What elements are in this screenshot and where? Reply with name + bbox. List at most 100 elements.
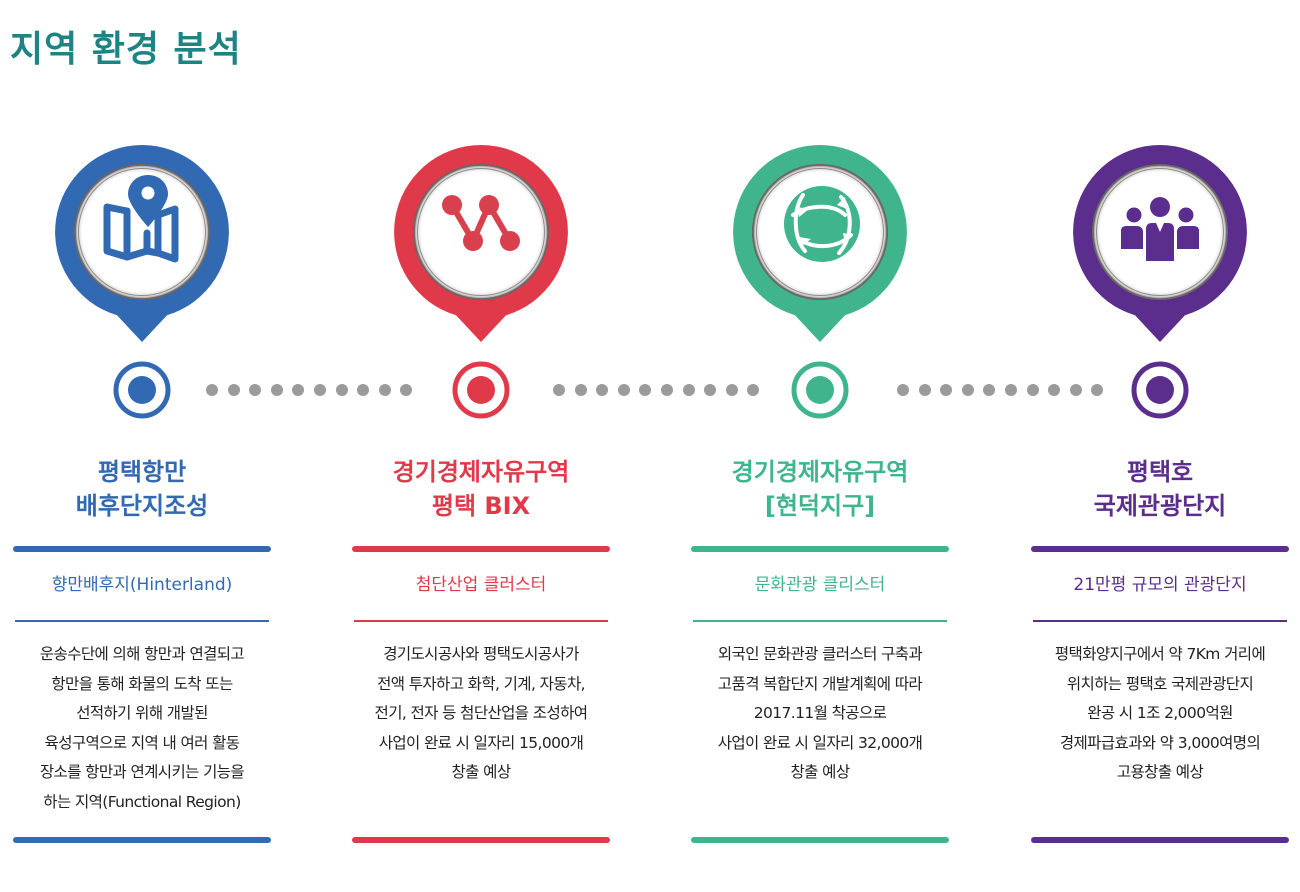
divider-bottom bbox=[13, 837, 271, 843]
network-graph-icon bbox=[442, 195, 520, 251]
connector-dot bbox=[206, 384, 218, 396]
description-line: 선적하기 위해 개발된 bbox=[76, 704, 208, 722]
location-pin bbox=[1073, 145, 1247, 345]
heading-line: 경기경제자유구역 bbox=[392, 458, 570, 486]
heading-line: 평택호 bbox=[1126, 458, 1194, 486]
divider-thin bbox=[693, 620, 947, 622]
page-title: 지역 환경 분석 bbox=[10, 29, 242, 70]
connector-dot bbox=[725, 384, 738, 396]
location-pin bbox=[55, 145, 229, 345]
column-subtitle: 21만평 규모의 관광단지 bbox=[1073, 575, 1247, 595]
connector-dot bbox=[639, 384, 652, 396]
connector-dots-1-2 bbox=[206, 384, 413, 396]
connector-dot bbox=[660, 384, 673, 396]
timeline-node bbox=[113, 361, 171, 419]
description-line: 하는 지역(Functional Region) bbox=[43, 792, 241, 811]
description-line: 2017.11월 착공으로 bbox=[753, 704, 887, 722]
description-line: 창출 예상 bbox=[451, 763, 512, 781]
people-group-icon bbox=[1121, 197, 1199, 261]
column-description: 경기도시공사와 평택도시공사가 전액 투자하고 화학, 기계, 자동차, 전기,… bbox=[342, 640, 620, 788]
connector-dot bbox=[747, 384, 760, 396]
description-line: 외국인 문화관광 클러스터 구축과 bbox=[717, 645, 923, 663]
globe-arrows-icon bbox=[784, 186, 860, 262]
description-line: 전액 투자하고 화학, 기계, 자동차, bbox=[377, 674, 585, 693]
connector-dot bbox=[617, 384, 630, 396]
divider-thin bbox=[15, 620, 269, 622]
column-description: 평택화양지구에서 약 7Km 거리에 위치하는 평택호 국제관광단지 완공 시 … bbox=[1021, 640, 1299, 788]
column-bix: 경기경제자유구역 평택 BIX 첨단산업 클러스터 경기도시공사와 평택도시공사… bbox=[352, 0, 610, 892]
divider-thin bbox=[354, 620, 608, 622]
connector-dot bbox=[596, 384, 609, 396]
heading-line: 평택항만 bbox=[97, 458, 187, 486]
connector-dot bbox=[1004, 384, 1017, 396]
column-description: 외국인 문화관광 클러스터 구축과 고품격 복합단지 개발계획에 따라 2017… bbox=[681, 640, 959, 788]
connector-dot bbox=[357, 384, 370, 396]
description-line: 고품격 복합단지 개발계획에 따라 bbox=[717, 674, 923, 693]
heading-line: 경기경제자유구역 bbox=[731, 458, 909, 486]
column-pyeongtaek-lake: 평택호 국제관광단지 21만평 규모의 관광단지 평택화양지구에서 약 7Km … bbox=[1031, 0, 1289, 892]
description-line: 고용창출 예상 bbox=[1116, 763, 1204, 781]
divider-thick bbox=[352, 546, 610, 552]
column-heading: 평택호 국제관광단지 bbox=[1031, 455, 1289, 523]
heading-line: 국제관광단지 bbox=[1093, 492, 1227, 520]
column-description: 운송수단에 의해 항만과 연결되고 항만을 통해 화물의 도착 또는 선적하기 … bbox=[3, 640, 281, 817]
divider-thick bbox=[1031, 546, 1289, 552]
description-line: 육성구역으로 지역 내 여러 활동 bbox=[44, 733, 240, 752]
connector-dot bbox=[574, 384, 587, 396]
column-subtitle: 문화관광 클리스터 bbox=[754, 575, 886, 595]
connector-dot bbox=[400, 384, 413, 396]
column-heading: 경기경제자유구역 [현덕지구] bbox=[691, 455, 949, 523]
timeline-node bbox=[452, 361, 510, 419]
connector-dot bbox=[897, 384, 909, 396]
column-heading: 평택항만 배후단지조성 bbox=[13, 455, 271, 523]
connector-dots-3-4 bbox=[897, 384, 1104, 396]
divider-bottom bbox=[1031, 837, 1289, 843]
connector-dot bbox=[313, 384, 326, 396]
timeline-node bbox=[1131, 361, 1189, 419]
connector-dot bbox=[682, 384, 695, 396]
divider-bottom bbox=[691, 837, 949, 843]
description-line: 위치하는 평택호 국제관광단지 bbox=[1066, 674, 1254, 693]
connector-dot bbox=[983, 384, 996, 396]
divider-bottom bbox=[352, 837, 610, 843]
connector-dot bbox=[1069, 384, 1082, 396]
divider-thick bbox=[13, 546, 271, 552]
connector-dot bbox=[1048, 384, 1061, 396]
connector-dot bbox=[227, 384, 240, 396]
connector-dot bbox=[940, 384, 953, 396]
column-hyeondeok: 경기경제자유구역 [현덕지구] 문화관광 클리스터 외국인 문화관광 클러스터 … bbox=[691, 0, 949, 892]
description-line: 운송수단에 의해 항만과 연결되고 bbox=[39, 645, 245, 663]
heading-line: 평택 BIX bbox=[431, 492, 531, 520]
connector-dot bbox=[249, 384, 262, 396]
column-subtitle: 첨단산업 클러스터 bbox=[415, 575, 547, 595]
description-line: 창출 예상 bbox=[790, 763, 851, 781]
description-line: 경기도시공사와 평택도시공사가 bbox=[383, 645, 579, 663]
description-line: 전기, 전자 등 첨단산업을 조성하여 bbox=[374, 704, 588, 722]
heading-line: [현덕지구] bbox=[764, 492, 876, 520]
connector-dot bbox=[335, 384, 348, 396]
connector-dot bbox=[961, 384, 974, 396]
divider-thick bbox=[691, 546, 949, 552]
description-line: 사업이 완료 시 일자리 15,000개 bbox=[378, 733, 584, 752]
description-line: 경제파급효과와 약 3,000여명의 bbox=[1059, 733, 1261, 752]
connector-dot bbox=[1026, 384, 1039, 396]
column-subtitle: 향만배후지(Hinterland) bbox=[51, 575, 233, 595]
column-pyeongtaek-port: 평택항만 배후단지조성 향만배후지(Hinterland) 운송수단에 의해 항… bbox=[13, 0, 271, 892]
timeline-node bbox=[791, 361, 849, 419]
connector-dot bbox=[1091, 384, 1104, 396]
connector-dot bbox=[704, 384, 717, 396]
column-heading: 경기경제자유구역 평택 BIX bbox=[352, 455, 610, 523]
map-pin-icon bbox=[103, 203, 179, 263]
description-line: 장소를 항만과 연계시키는 기능을 bbox=[39, 763, 245, 781]
connector-dots-2-3 bbox=[553, 384, 760, 396]
heading-line: 배후단지조성 bbox=[75, 492, 209, 520]
description-line: 평택화양지구에서 약 7Km 거리에 bbox=[1054, 645, 1266, 663]
connector-dot bbox=[918, 384, 931, 396]
connector-dot bbox=[378, 384, 391, 396]
connector-dot bbox=[553, 384, 565, 396]
connector-dot bbox=[270, 384, 283, 396]
description-line: 완공 시 1조 2,000억원 bbox=[1087, 704, 1233, 722]
location-pin bbox=[733, 145, 907, 345]
description-line: 사업이 완료 시 일자리 32,000개 bbox=[717, 733, 923, 752]
location-pin bbox=[394, 145, 568, 345]
